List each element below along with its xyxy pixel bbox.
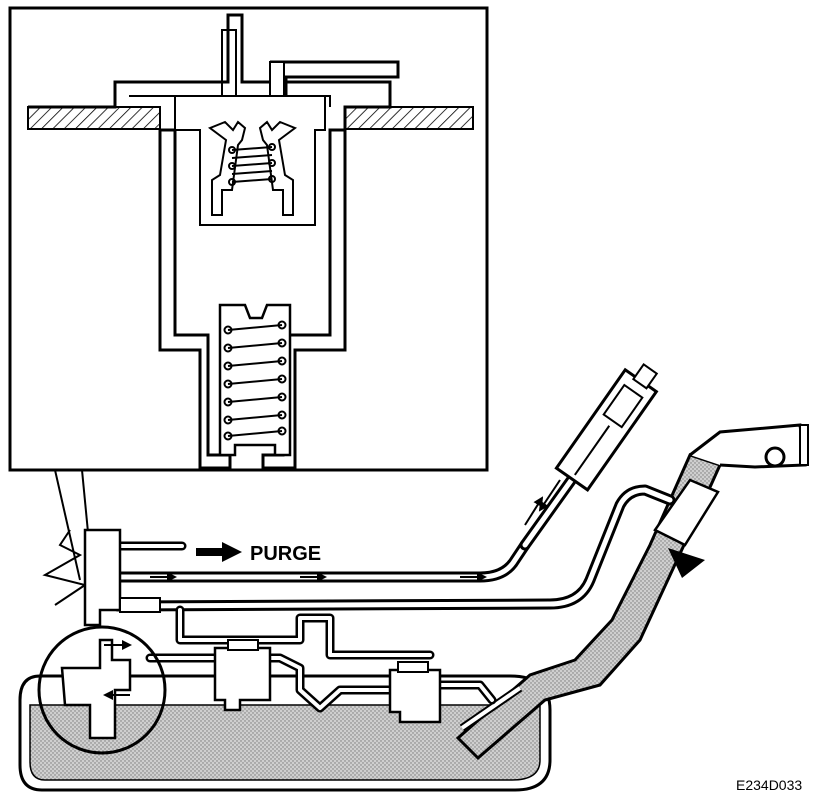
upper-valve-assembly — [207, 120, 298, 216]
filler-neck — [689, 423, 807, 469]
tank-valve-2 — [388, 661, 442, 724]
detail-circle — [37, 625, 167, 755]
tank-valve-1 — [213, 639, 272, 712]
filler-pipe — [455, 423, 809, 761]
break-symbol — [42, 529, 88, 606]
canister-flow-arrows — [524, 479, 561, 526]
mounting-plate-right — [344, 106, 474, 130]
valve-detail-inset — [8, 6, 489, 472]
lower-valve-assembly — [218, 303, 292, 457]
purge-arrow-icon — [196, 542, 242, 562]
fuel-level — [29, 704, 541, 781]
mounting-plate-left — [27, 106, 161, 130]
vent-valve-block — [83, 528, 161, 627]
charcoal-canister — [554, 363, 659, 492]
lower-spring — [223, 320, 287, 441]
upper-spring — [228, 143, 276, 186]
side-port — [270, 60, 400, 96]
figure-code: E234D033 — [736, 777, 802, 793]
purge-indicator: PURGE — [196, 542, 321, 565]
purge-label: PURGE — [250, 543, 321, 565]
